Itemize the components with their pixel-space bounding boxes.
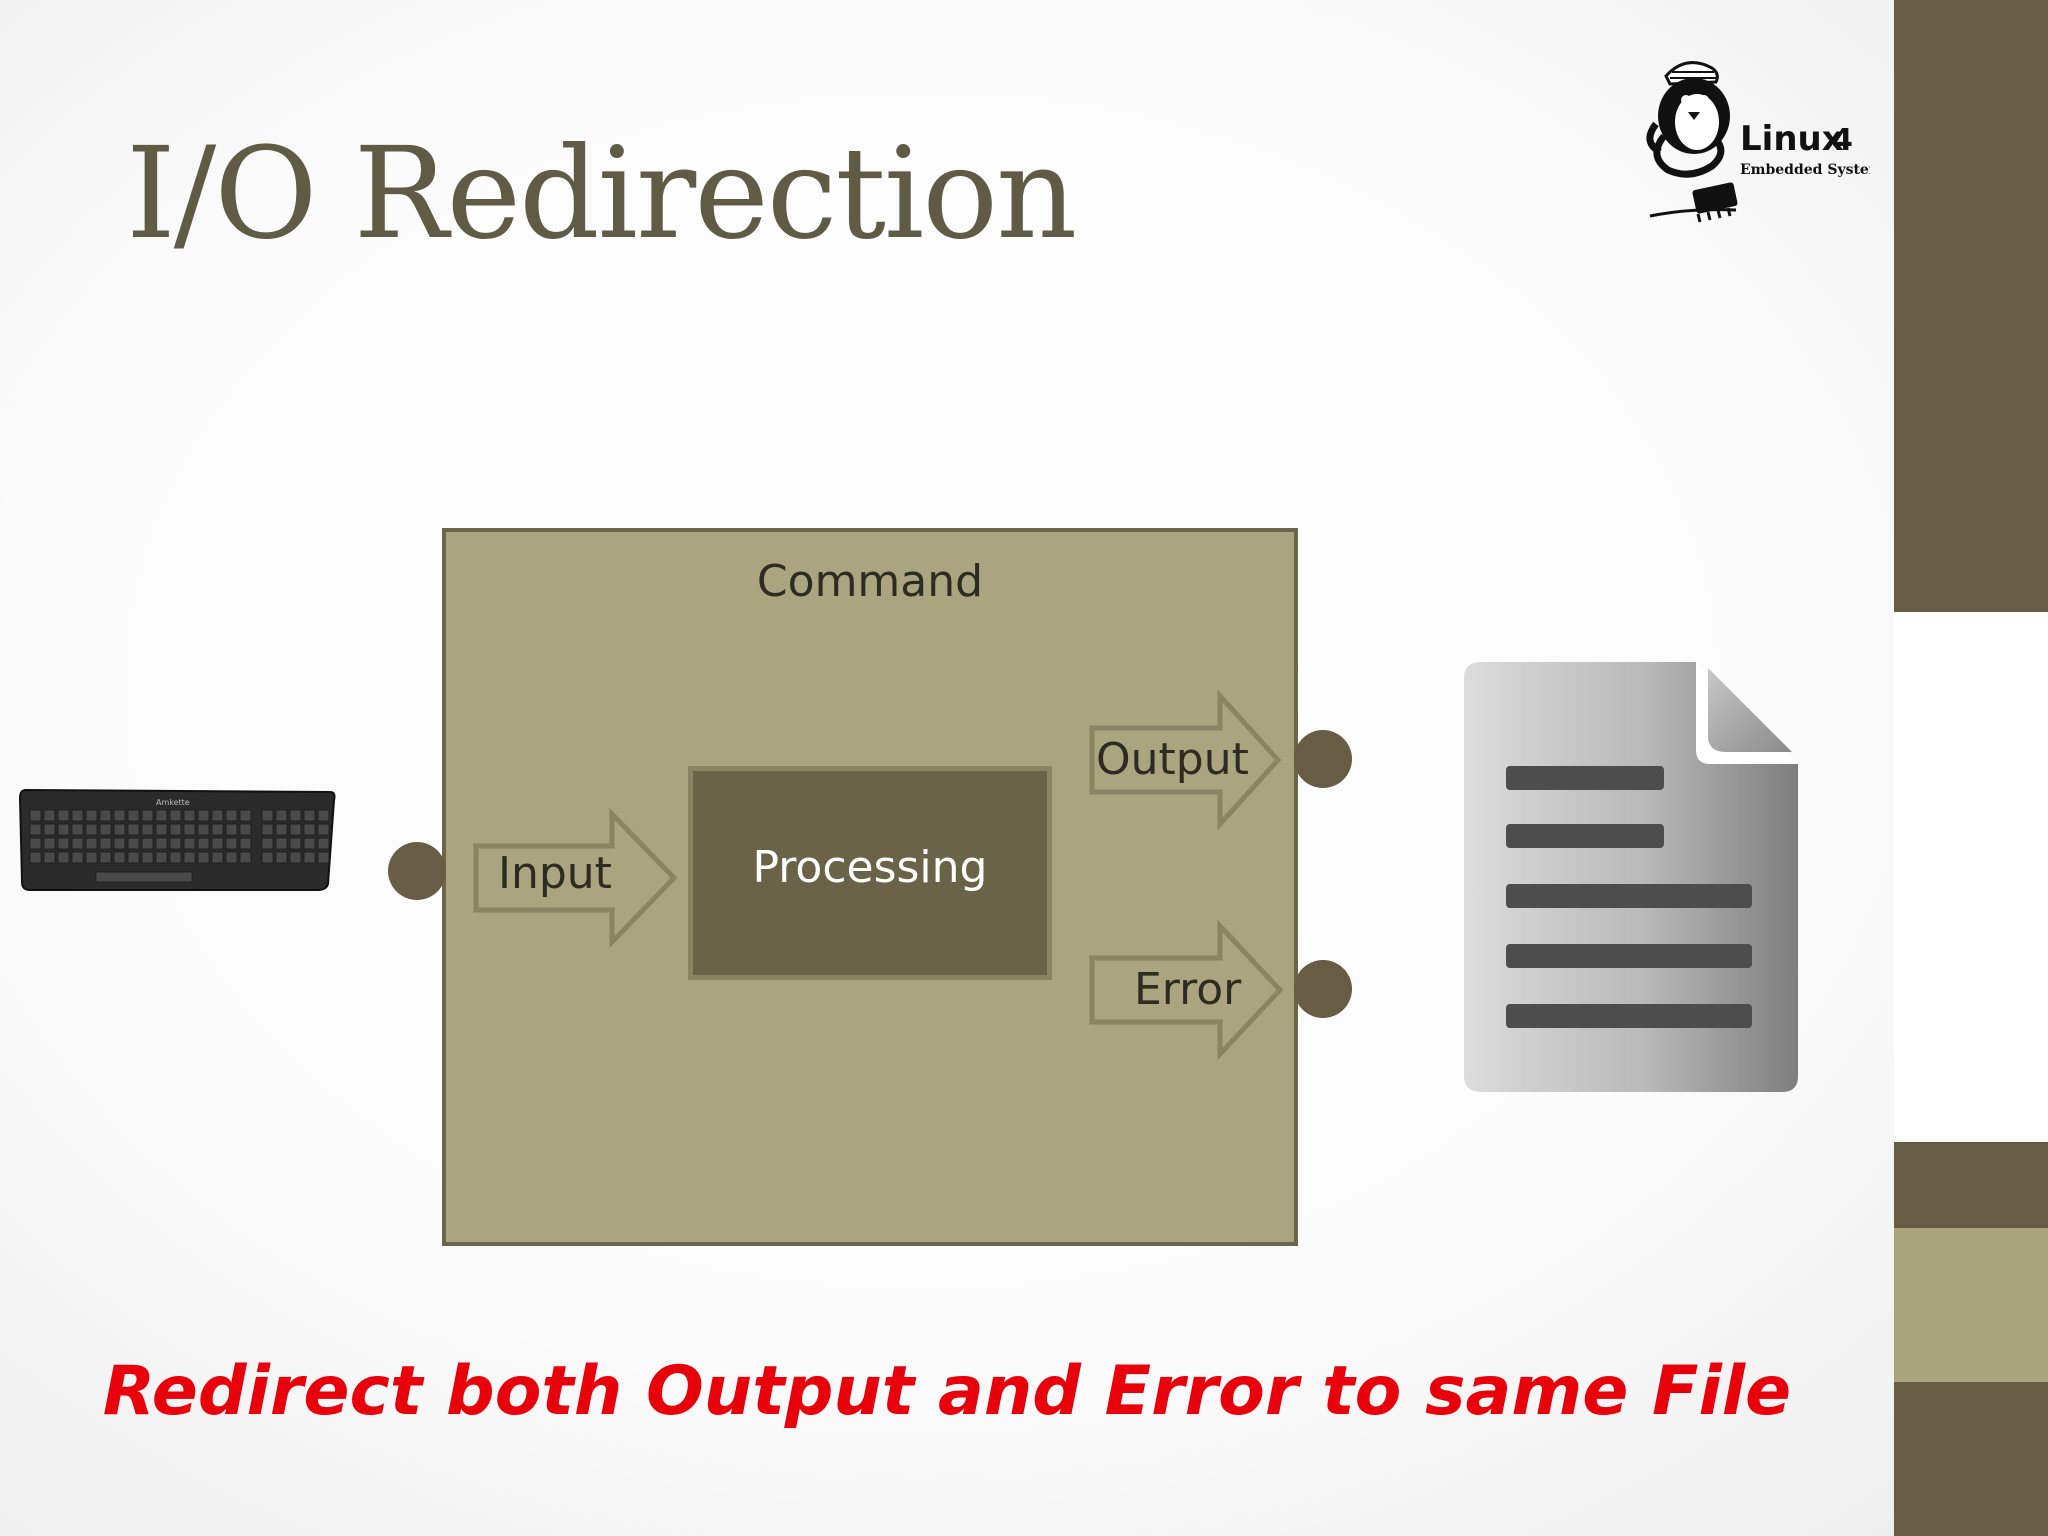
keyboard-brand: Amkette [156, 798, 190, 807]
penguin-logo-icon [1646, 61, 1738, 223]
logo-tagline: Embedded Systems [1740, 162, 1870, 178]
slide-title: I/O Redirection [126, 120, 1077, 267]
error-label: Error [1134, 964, 1242, 1015]
logo-brand: Linux [1740, 119, 1844, 159]
output-port [1294, 730, 1352, 788]
sidebar-white-strip [1894, 612, 2048, 1142]
slide-caption: Redirect both Output and Error to same F… [102, 1352, 1792, 1431]
linux4-logo: Linux 4 Embedded Systems [1646, 61, 1870, 223]
command-label: Command [756, 556, 984, 607]
output-arrow [1089, 689, 1282, 831]
processing-box [688, 766, 1052, 980]
input-arrow [473, 807, 678, 949]
document-file-icon [1464, 662, 1798, 1092]
error-arrow [1089, 919, 1284, 1061]
error-port [1294, 960, 1352, 1018]
logo-number: 4 [1832, 123, 1853, 158]
output-label: Output [1096, 734, 1249, 785]
sidebar-band [1894, 1228, 2048, 1382]
input-label: Input [498, 848, 612, 899]
keyboard-icon: Amkette [18, 788, 336, 891]
input-port [388, 842, 446, 900]
processing-label: Processing [752, 842, 988, 893]
